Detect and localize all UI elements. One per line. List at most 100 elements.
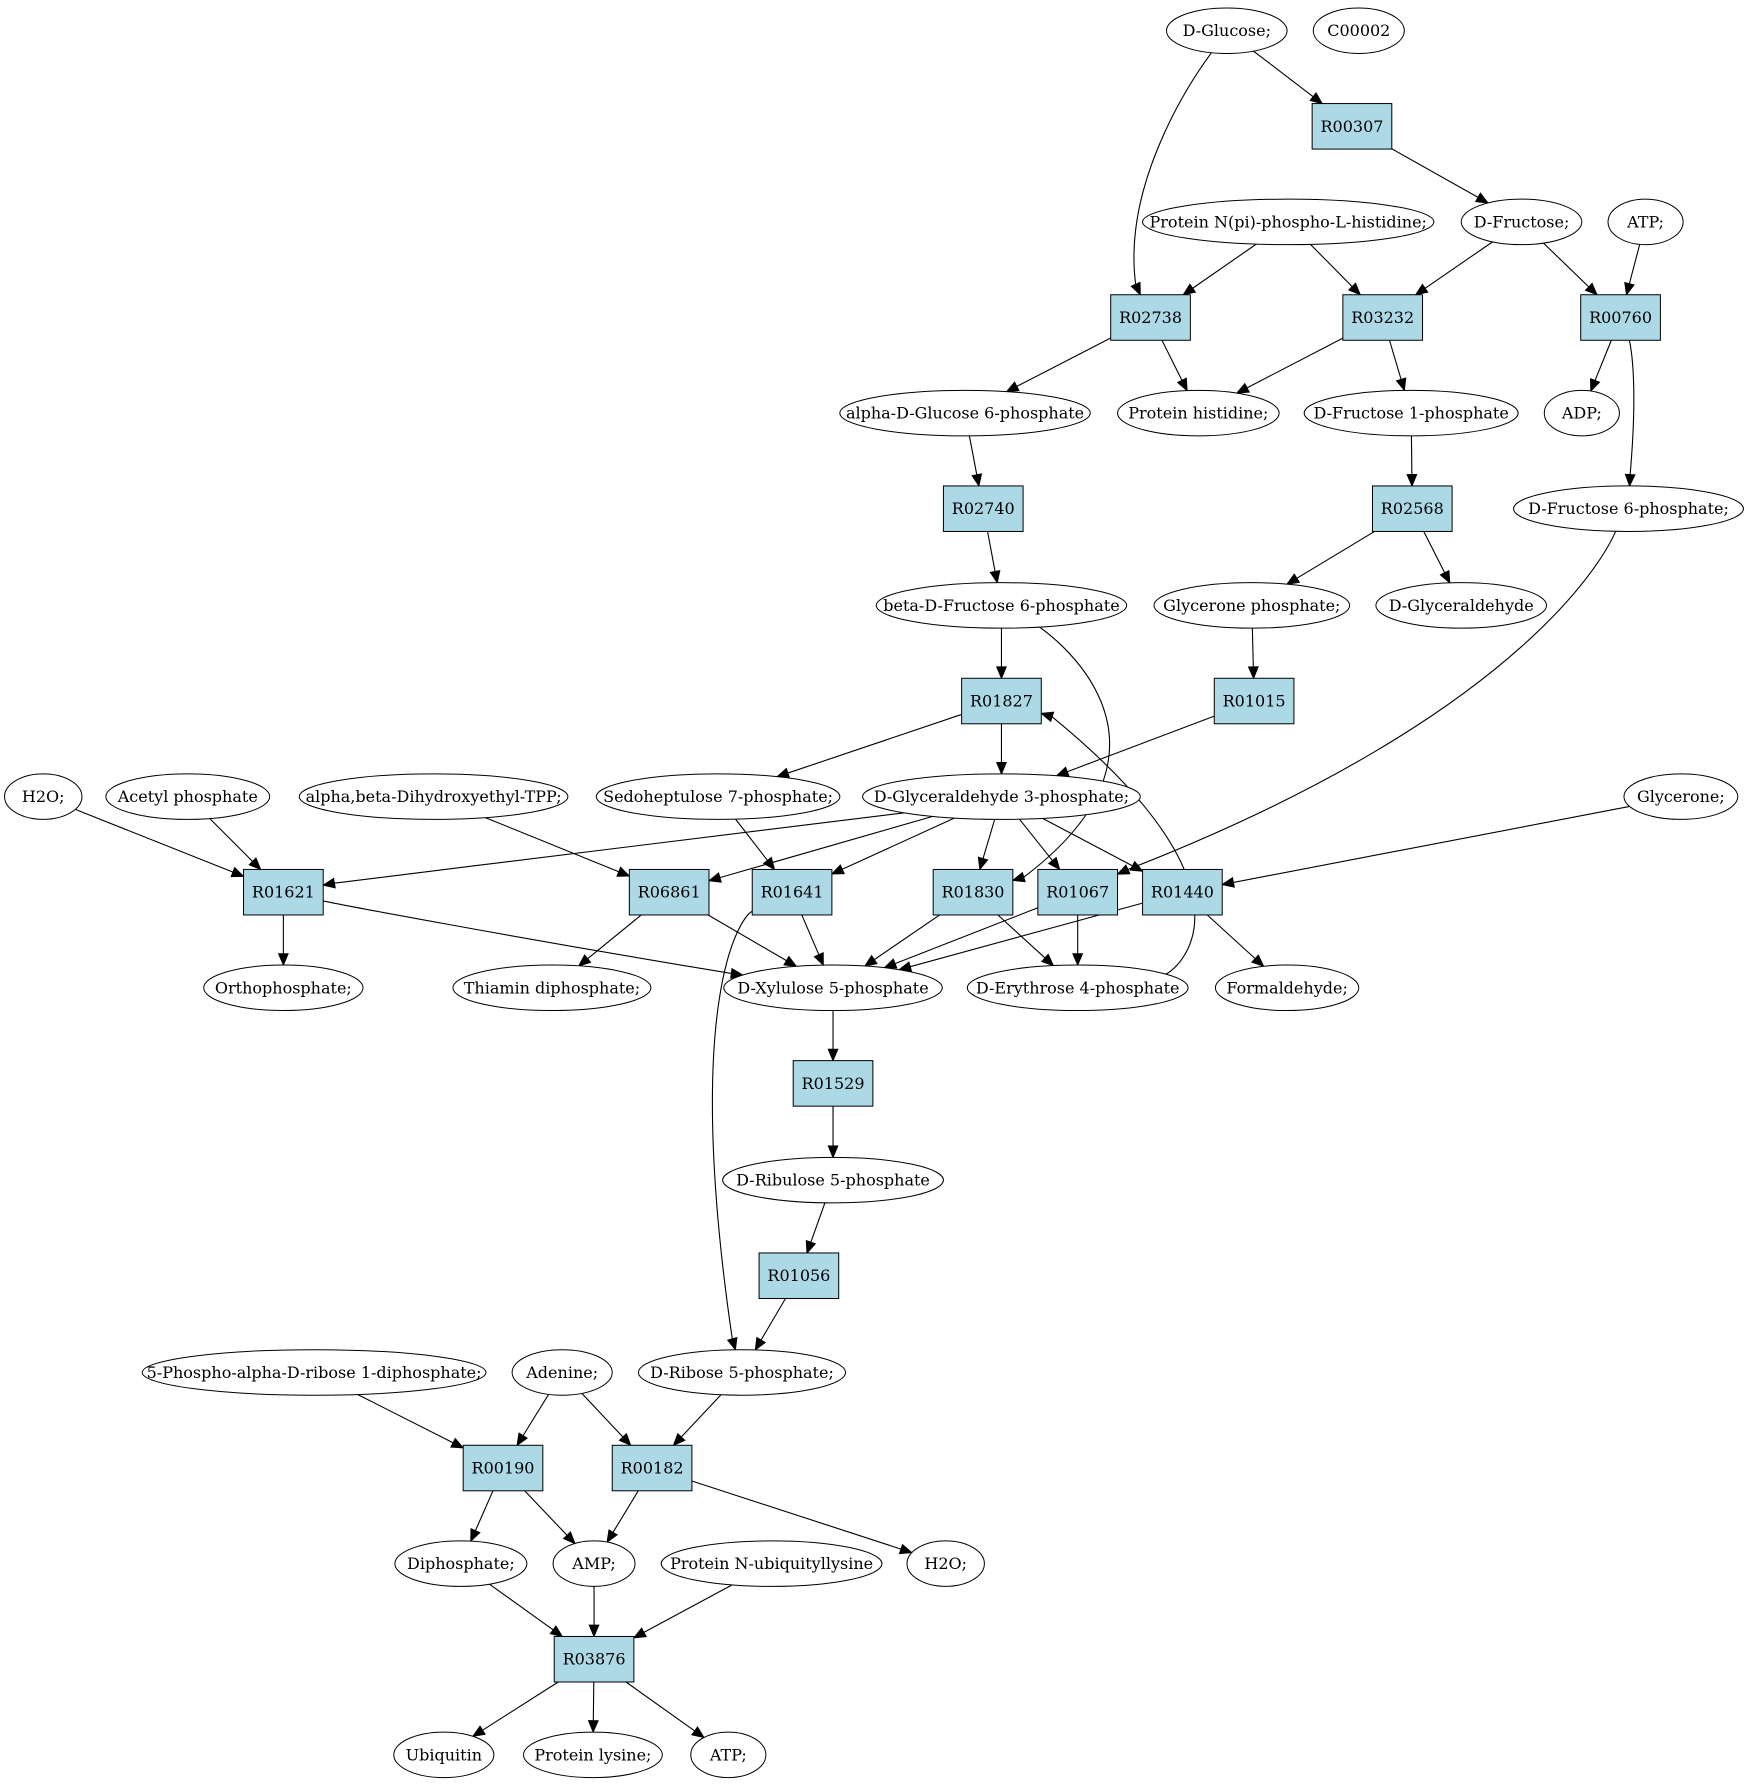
compound-node-protlys[interactable]: Protein lysine; xyxy=(522,1731,663,1779)
reaction-node-r00190[interactable]: R00190 xyxy=(462,1444,544,1492)
compound-node-ortho[interactable]: Orthophosphate; xyxy=(203,964,364,1012)
compound-node-acetylp[interactable]: Acetyl phosphate xyxy=(105,773,271,820)
edge-x5p-to-r01529-arrowhead xyxy=(827,1048,839,1062)
edge-ag6p-to-r02740-arrowhead xyxy=(971,473,983,488)
compound-node-tdp[interactable]: Thiamin diphosphate; xyxy=(452,964,652,1012)
reaction-node-r02568[interactable]: R02568 xyxy=(1371,485,1453,532)
reaction-node-r00307[interactable]: R00307 xyxy=(1311,103,1393,150)
compound-node-prothis[interactable]: Protein histidine; xyxy=(1117,389,1280,437)
compound-label: Thiamin diphosphate; xyxy=(464,978,640,997)
compound-node-protpiphis[interactable]: Protein N(pi)-phospho-L-histidine; xyxy=(1142,198,1435,246)
compound-ellipse xyxy=(875,582,1128,629)
compound-label: Protein N-ubiquityllysine xyxy=(670,1554,873,1573)
compound-node-h2o_left[interactable]: H2O; xyxy=(4,773,83,820)
edge-adenine-to-r00182 xyxy=(581,1393,624,1438)
compound-node-g3p[interactable]: D-Glyceraldehyde 3-phosphate; xyxy=(862,773,1141,820)
edge-g3p-to-r06861 xyxy=(719,815,933,879)
compound-node-adenine[interactable]: Adenine; xyxy=(511,1349,613,1396)
compound-node-r5p[interactable]: D-Ribose 5-phosphate; xyxy=(637,1349,847,1396)
reaction-box xyxy=(1371,485,1453,532)
edge-r03876-to-atp_bottom xyxy=(625,1681,696,1732)
reaction-node-r01529[interactable]: R01529 xyxy=(792,1060,874,1107)
compound-node-adp[interactable]: ADP; xyxy=(1543,389,1620,437)
compound-node-diphos[interactable]: Diphosphate; xyxy=(394,1540,528,1587)
edge-g3p-to-r01067 xyxy=(1019,818,1053,861)
reaction-node-r06861[interactable]: R06861 xyxy=(628,868,710,916)
compound-node-df1p[interactable]: D-Fructose 1-phosphate xyxy=(1303,389,1519,437)
edge-adenine-to-r00190-arrowhead xyxy=(516,1432,529,1447)
compound-ellipse xyxy=(394,1540,528,1587)
reaction-node-r01440[interactable]: R01440 xyxy=(1142,868,1223,916)
edge-r00190-to-amp xyxy=(524,1490,568,1536)
compound-node-dglyceraldehyde[interactable]: D-Glyceraldehyde xyxy=(1375,582,1548,629)
reaction-box xyxy=(961,677,1042,725)
compound-label: C00002 xyxy=(1327,21,1390,40)
compound-node-atp_top[interactable]: ATP; xyxy=(1607,198,1684,246)
edge-r06861-to-x5p xyxy=(707,914,787,962)
reaction-box xyxy=(758,1252,840,1299)
edge-r01067-to-x5p-arrowhead xyxy=(883,958,898,969)
reaction-box xyxy=(611,1444,693,1492)
edge-abdhtpp-to-r06861-arrowhead xyxy=(616,866,631,877)
compound-node-x5p[interactable]: D-Xylulose 5-phosphate xyxy=(723,964,943,1012)
compound-ellipse xyxy=(141,1349,487,1396)
edge-glycp-to-r01015 xyxy=(1251,628,1254,667)
reaction-label: R01067 xyxy=(1046,883,1109,902)
compound-node-dglucose[interactable]: D-Glucose; xyxy=(1165,7,1288,54)
compound-node-e4p[interactable]: D-Erythrose 4-phosphate xyxy=(966,964,1189,1012)
edge-diphos-to-r03876-arrowhead xyxy=(549,1625,564,1638)
reaction-node-r02738[interactable]: R02738 xyxy=(1110,294,1191,341)
reaction-node-r01015[interactable]: R01015 xyxy=(1213,677,1295,725)
edge-r01827-to-s7p xyxy=(787,713,962,774)
compound-node-ubiq[interactable]: Ubiquitin xyxy=(393,1731,495,1779)
compound-node-glycerone[interactable]: Glycerone; xyxy=(1623,773,1739,820)
reaction-node-r00760[interactable]: R00760 xyxy=(1580,294,1661,341)
compound-node-pnubl[interactable]: Protein N-ubiquityllysine xyxy=(660,1540,883,1587)
reaction-node-r01830[interactable]: R01830 xyxy=(932,868,1014,916)
reaction-label: R01827 xyxy=(970,692,1033,711)
compound-node-ru5p[interactable]: D-Ribulose 5-phosphate xyxy=(722,1156,944,1204)
edge-abdhtpp-to-r06861 xyxy=(485,817,619,873)
edge-g3p-to-r01621-arrowhead xyxy=(321,877,336,889)
compound-label: Diphosphate; xyxy=(407,1554,515,1573)
compound-node-glycp[interactable]: Glycerone phosphate; xyxy=(1153,582,1351,629)
reaction-label: R02740 xyxy=(952,499,1015,518)
compound-label: Acetyl phosphate xyxy=(117,787,258,806)
edge-r01641-to-r5p xyxy=(711,910,753,1339)
reaction-node-r03876[interactable]: R03876 xyxy=(553,1635,635,1683)
compound-node-s7p[interactable]: Sedoheptulose 7-phosphate; xyxy=(595,773,841,820)
edge-dfructose-to-r03232 xyxy=(1424,241,1493,289)
compound-node-c00002[interactable]: C00002 xyxy=(1312,7,1405,54)
compound-node-dfructose[interactable]: D-Fructose; xyxy=(1460,198,1583,246)
edge-r01015-to-g3p-arrowhead xyxy=(1055,766,1070,777)
compound-node-bdf6p[interactable]: beta-D-Fructose 6-phosphate xyxy=(875,582,1128,629)
compound-ellipse xyxy=(1312,7,1405,54)
compound-node-amp[interactable]: AMP; xyxy=(552,1540,636,1587)
reaction-node-r01827[interactable]: R01827 xyxy=(961,677,1042,725)
reaction-node-r02740[interactable]: R02740 xyxy=(942,485,1024,532)
compound-label: ADP; xyxy=(1561,404,1602,423)
compound-node-h2o_right[interactable]: H2O; xyxy=(906,1540,985,1587)
reaction-box xyxy=(243,868,324,916)
compound-label: Glycerone; xyxy=(1637,787,1725,806)
reaction-node-r01067[interactable]: R01067 xyxy=(1037,868,1119,916)
edge-r01056-to-r5p-arrowhead xyxy=(754,1336,767,1352)
compound-node-ag6p[interactable]: alpha-D-Glucose 6-phosphate xyxy=(839,389,1091,437)
edge-glycerone-to-r01440-arrowhead xyxy=(1220,876,1235,888)
reaction-node-r00182[interactable]: R00182 xyxy=(611,1444,693,1492)
edge-g3p-to-r01621 xyxy=(334,812,905,884)
compound-node-abdhtpp[interactable]: alpha,beta-Dihydroxyethyl-TPP; xyxy=(298,773,569,820)
reaction-node-r03232[interactable]: R03232 xyxy=(1342,294,1424,341)
reaction-node-r01641[interactable]: R01641 xyxy=(751,868,833,916)
compound-ellipse xyxy=(1214,964,1360,1012)
reaction-node-r01621[interactable]: R01621 xyxy=(243,868,324,916)
compound-label: alpha,beta-Dihydroxyethyl-TPP; xyxy=(306,787,562,806)
edge-r01440-to-formald-arrowhead xyxy=(1251,954,1265,968)
reaction-box xyxy=(1580,294,1661,341)
compound-node-atp_bottom[interactable]: ATP; xyxy=(690,1731,767,1779)
compound-node-prpp[interactable]: 5-Phospho-alpha-D-ribose 1-diphosphate; xyxy=(141,1349,487,1396)
reaction-node-r01056[interactable]: R01056 xyxy=(758,1252,840,1299)
compound-node-df6p[interactable]: D-Fructose 6-phosphate; xyxy=(1513,485,1744,532)
compound-node-formald[interactable]: Formaldehyde; xyxy=(1214,964,1360,1012)
